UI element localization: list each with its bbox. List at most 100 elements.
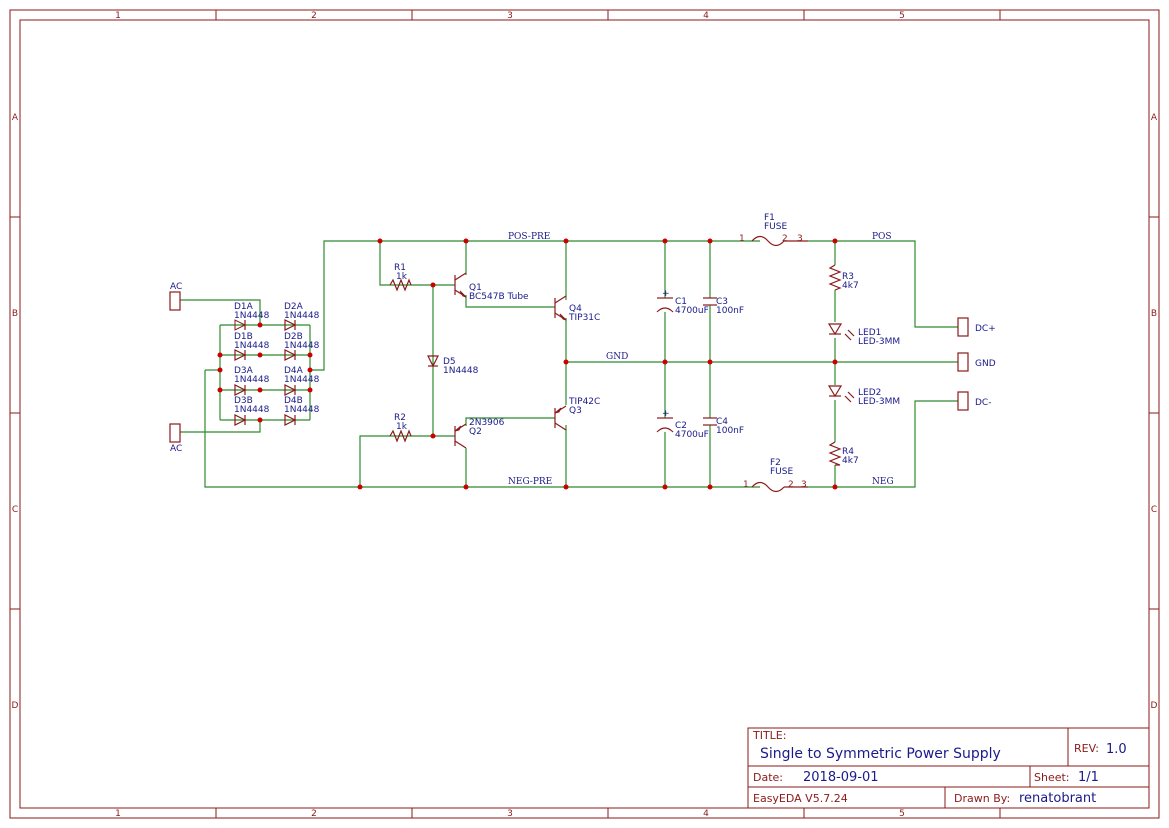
r3-val: 4k7 — [842, 281, 859, 291]
frame-column-ticks — [10, 10, 1159, 818]
diode-d1a[interactable]: D1A 1N4448 — [234, 302, 270, 331]
tool-name: EasyEDA V5.7.24 — [753, 792, 848, 805]
f2-val: FUSE — [770, 467, 793, 477]
led-led2[interactable]: LED2 LED-3MM — [827, 385, 900, 407]
resistor-r4[interactable]: R4 4k7 — [828, 441, 859, 466]
outer-frame — [9, 9, 1160, 819]
c4-val: 100nF — [716, 426, 744, 436]
q2-val: 2N3906 — [469, 418, 505, 428]
row-label-d-right: D — [1151, 701, 1158, 711]
d4b-val: 1N4448 — [284, 405, 320, 415]
rev-label: REV: — [1074, 742, 1099, 755]
diode-d3a[interactable]: D3A 1N4448 — [234, 366, 270, 396]
connector-dc-plus[interactable]: DC+ — [957, 317, 996, 337]
row-label-a-right: A — [1151, 113, 1158, 123]
col-label-1-bottom: 1 — [115, 809, 121, 819]
q3-ref: Q3 — [569, 406, 582, 416]
fuse-f2[interactable]: F2 FUSE 1 2 3 — [743, 458, 808, 493]
date-value: 2018-09-01 — [803, 770, 879, 785]
connector-dc-minus[interactable]: DC- — [957, 391, 991, 411]
diode-d3b[interactable]: D3B 1N4448 — [234, 396, 270, 426]
f2-ref: F2 — [770, 458, 781, 468]
q1-ref: Q1 — [469, 283, 482, 293]
ac-connector-bottom[interactable]: AC — [169, 423, 182, 454]
r1-ref: R1 — [394, 263, 406, 273]
led1-ref: LED1 — [858, 328, 881, 338]
q4-ref: Q4 — [569, 304, 582, 314]
transistor-q2[interactable]: 2N3906 Q2 — [454, 418, 505, 449]
d1b-ref: D1B — [234, 332, 253, 342]
f2-pin2: 2 — [788, 480, 794, 490]
c2-plus: + — [662, 409, 670, 419]
c4-ref: C4 — [716, 417, 728, 427]
row-label-c-left: C — [12, 505, 18, 515]
d4a-val: 1N4448 — [284, 375, 320, 385]
f1-pin2: 2 — [782, 234, 788, 244]
resistor-r3[interactable]: R3 4k7 — [828, 264, 859, 291]
junction-dots — [217, 238, 838, 490]
d4b-ref: D4B — [284, 396, 303, 406]
col-label-1-top: 1 — [115, 11, 121, 21]
c3-ref: C3 — [716, 297, 728, 307]
transistor-q4[interactable]: Q4 TIP31C — [554, 295, 600, 323]
c2-val: 4700uF — [675, 430, 709, 440]
diode-d2a[interactable]: D2A 1N4448 — [284, 302, 320, 331]
rev-value: 1.0 — [1106, 742, 1127, 757]
net-label-neg: NEG — [872, 477, 894, 487]
f2-pin3: 3 — [801, 480, 807, 490]
q1-val: BC547B Tube — [469, 292, 529, 302]
gnd-out-label: GND — [975, 359, 996, 369]
d5-val: 1N4448 — [443, 366, 479, 376]
diode-d4a[interactable]: D4A 1N4448 — [284, 366, 320, 396]
led-led1[interactable]: LED1 LED-3MM — [827, 323, 900, 347]
drawn-by-value: renatobrant — [1019, 791, 1096, 806]
col-label-3-bottom: 3 — [507, 809, 513, 819]
transistor-q1[interactable]: Q1 BC547B Tube — [454, 272, 529, 302]
led2-ref: LED2 — [858, 388, 881, 398]
title-value: Single to Symmetric Power Supply — [760, 746, 1001, 762]
d1b-val: 1N4448 — [234, 341, 270, 351]
row-label-a-left: A — [12, 113, 19, 123]
c1-ref: C1 — [675, 297, 687, 307]
f2-pin1: 1 — [743, 480, 749, 490]
resistor-r2[interactable]: R2 1k — [389, 413, 412, 443]
diode-d5[interactable]: D5 1N4448 — [427, 355, 479, 376]
row-label-b-left: B — [12, 309, 18, 319]
capacitor-c2[interactable]: + C2 4700uF — [656, 409, 709, 440]
r1-val: 1k — [396, 272, 408, 282]
ac-top-label: AC — [170, 282, 182, 292]
d3a-ref: D3A — [234, 366, 254, 376]
diode-d4b[interactable]: D4B 1N4448 — [284, 396, 320, 426]
net-label-neg-pre: NEG-PRE — [508, 477, 552, 487]
resistor-r1[interactable]: R1 1k — [389, 263, 412, 292]
sheet-label: Sheet: — [1034, 771, 1070, 784]
col-label-4-top: 4 — [703, 11, 709, 21]
q4-val: TIP31C — [568, 313, 600, 323]
ac-connector-top[interactable]: AC — [169, 282, 182, 311]
capacitor-c3[interactable]: C3 100nF — [703, 297, 744, 316]
transistor-q3[interactable]: TIP42C Q3 — [554, 397, 600, 431]
dc-plus-label: DC+ — [975, 324, 996, 334]
row-label-c-right: C — [1151, 505, 1157, 515]
dc-minus-label: DC- — [975, 398, 991, 408]
capacitor-c1[interactable]: + C1 4700uF — [656, 289, 709, 316]
row-label-d-left: D — [12, 701, 19, 711]
title-block: TITLE: Single to Symmetric Power Supply … — [747, 727, 1150, 809]
col-label-5-top: 5 — [899, 11, 905, 21]
f1-pin1: 1 — [739, 234, 745, 244]
net-label-gnd: GND — [606, 352, 628, 362]
d2b-val: 1N4448 — [284, 341, 320, 351]
capacitor-c4[interactable]: C4 100nF — [703, 417, 744, 436]
led1-val: LED-3MM — [858, 337, 900, 347]
col-label-4-bottom: 4 — [703, 809, 709, 819]
r3-ref: R3 — [842, 272, 854, 282]
diode-d2b[interactable]: D2B 1N4448 — [284, 332, 320, 361]
col-label-2-bottom: 2 — [311, 809, 317, 819]
col-label-3-top: 3 — [507, 11, 513, 21]
led2-val: LED-3MM — [858, 397, 900, 407]
diode-d1b[interactable]: D1B 1N4448 — [234, 332, 270, 361]
c3-val: 100nF — [716, 306, 744, 316]
fuse-f1[interactable]: F1 FUSE 1 2 3 — [739, 213, 808, 247]
connector-gnd[interactable]: GND — [957, 352, 996, 372]
